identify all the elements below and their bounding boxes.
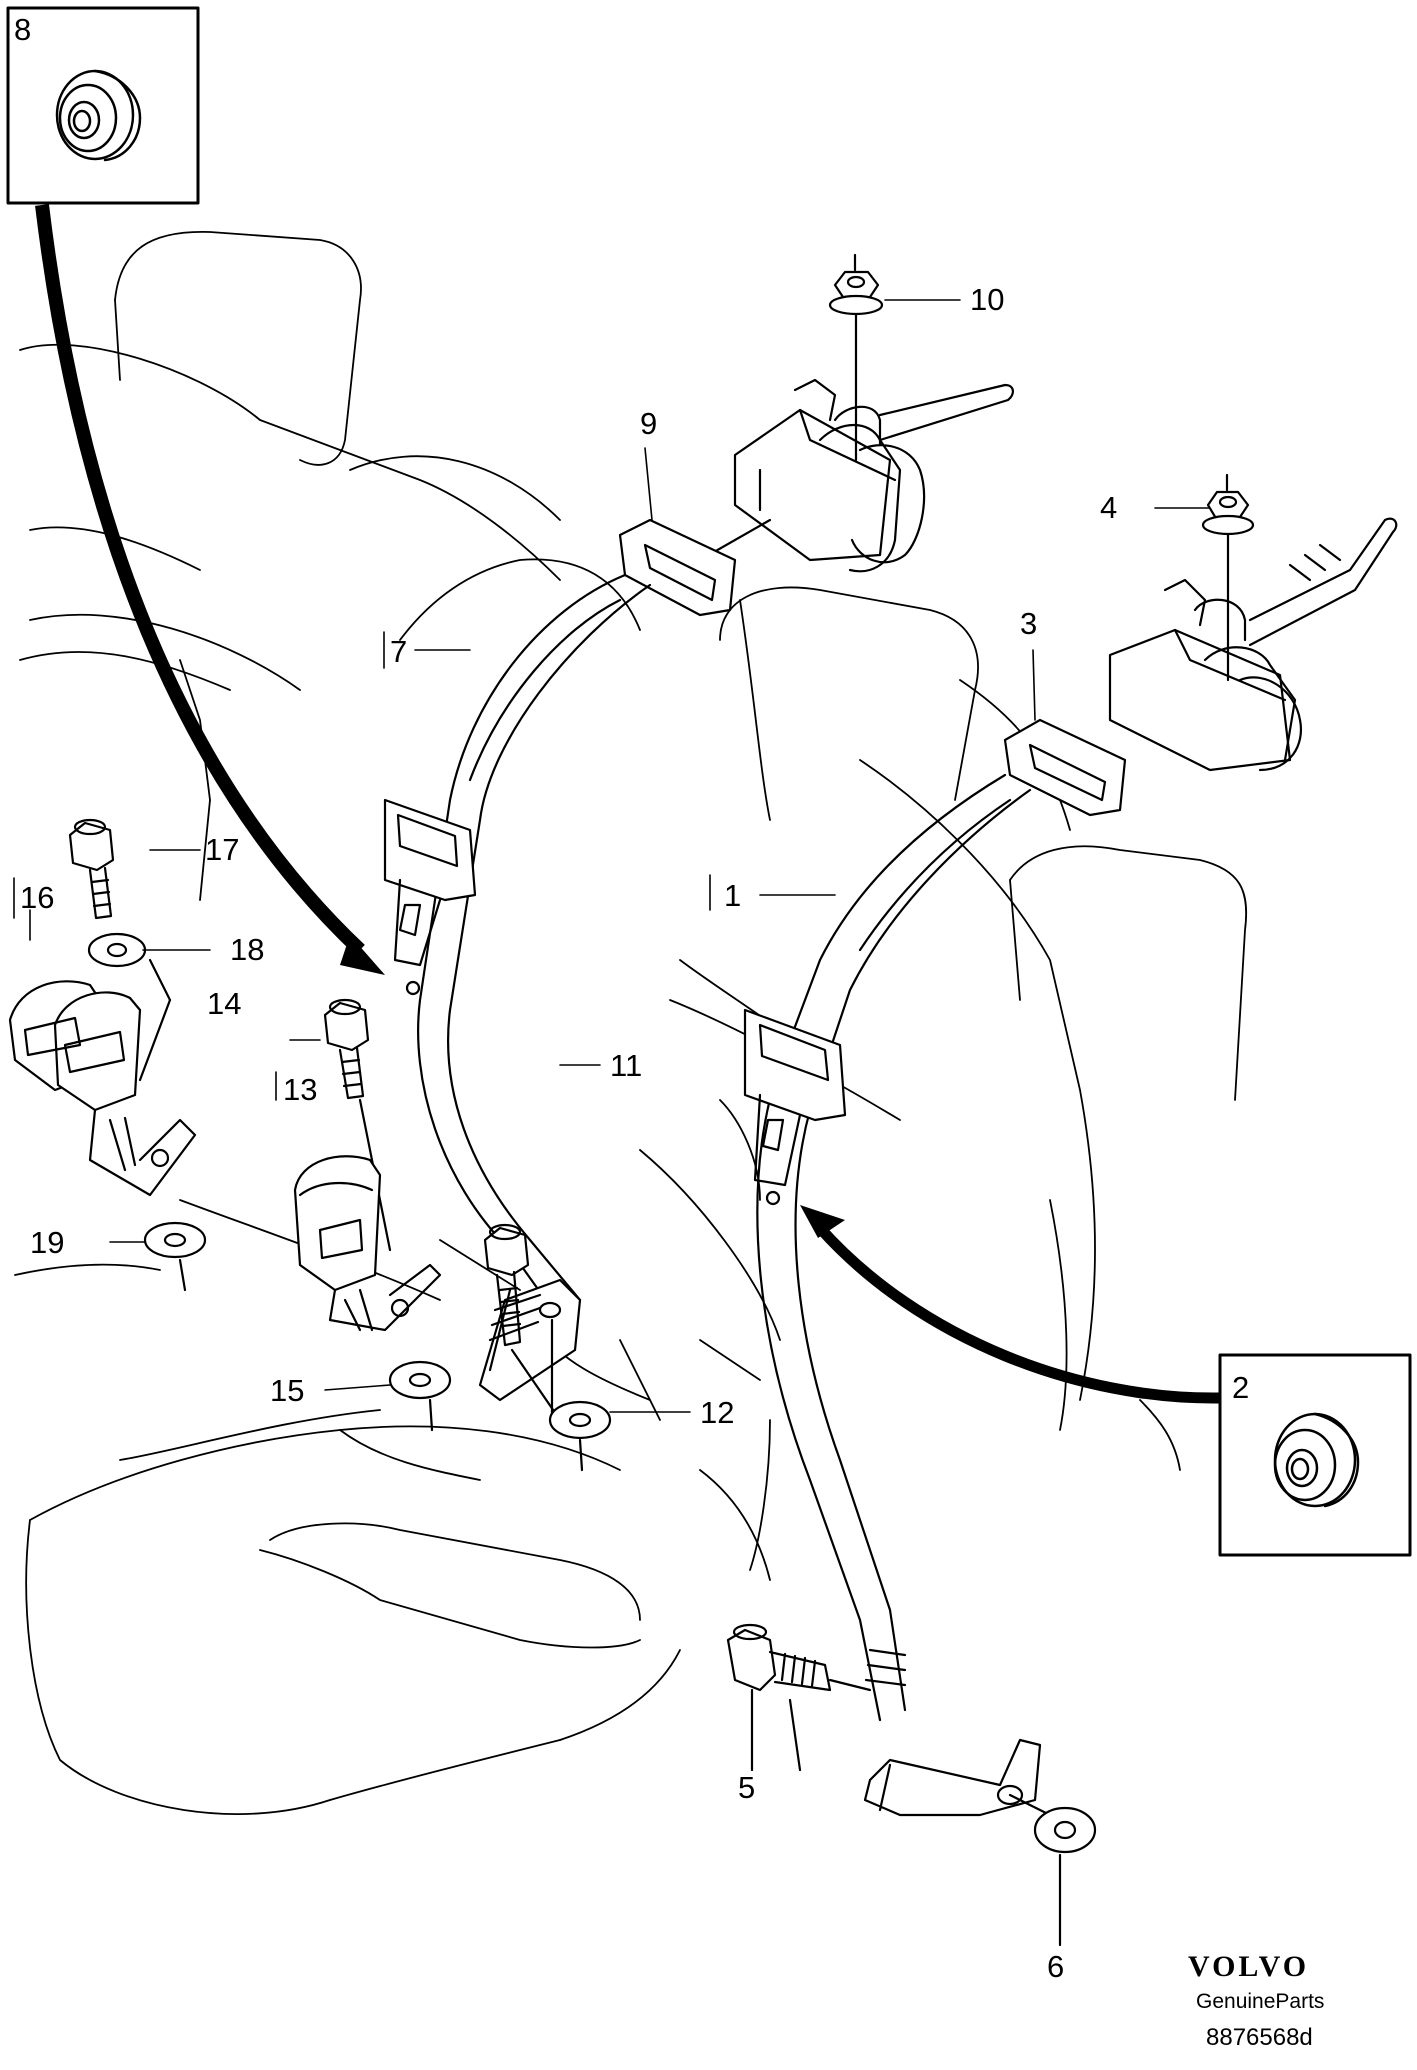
callout-17: 17	[205, 832, 240, 867]
anchor-bolt-5	[726, 1623, 872, 1772]
callout-13: 13	[283, 1072, 318, 1107]
callout-7: 7	[390, 634, 408, 669]
callout-2: 2	[1232, 1370, 1250, 1405]
callout-16: 16	[20, 880, 55, 915]
washer-18	[87, 932, 147, 968]
seat-belt-1	[743, 773, 1052, 1817]
cover-cap-icon-2	[1273, 1412, 1360, 1508]
leader-lines	[13, 299, 1211, 1413]
bolt-11	[483, 1223, 562, 1422]
callout-10: 10	[970, 282, 1005, 317]
retractor-assembly-left	[618, 378, 1014, 617]
callout-4: 4	[1100, 490, 1118, 525]
seat-belt-7	[383, 573, 652, 1422]
callout-15: 15	[270, 1373, 305, 1408]
bolt-17	[68, 818, 115, 920]
washer-19	[143, 1221, 207, 1292]
callout-3: 3	[1020, 606, 1038, 641]
retractor-assembly-right	[1003, 517, 1398, 817]
callout-6: 6	[1047, 1949, 1065, 1984]
callout-1: 1	[724, 878, 742, 913]
double-buckle-16	[8, 958, 197, 1197]
callout-5: 5	[738, 1770, 756, 1805]
callout-9: 9	[640, 406, 658, 441]
washer-12	[548, 1400, 612, 1472]
callout-19: 19	[30, 1225, 65, 1260]
volvo-logo: VOLVO	[1188, 1950, 1310, 1983]
callout-14: 14	[207, 986, 242, 1021]
drawing-number: 8876568d	[1206, 2024, 1313, 2051]
washer-6	[1033, 1806, 1097, 1947]
callout-11: 11	[610, 1048, 643, 1083]
callout-18: 18	[230, 932, 265, 967]
buckle-13	[293, 1155, 442, 1332]
cover-cap-icon-8	[55, 69, 142, 162]
genuine-parts-label: GenuineParts	[1196, 1990, 1325, 2013]
bolt-14	[323, 998, 392, 1252]
flange-nut-10	[828, 253, 884, 462]
flange-nut-4	[1201, 473, 1255, 682]
callout-12: 12	[700, 1395, 735, 1430]
rear-seat-outline	[14, 231, 1248, 1815]
callout-8: 8	[14, 12, 32, 47]
washer-15	[388, 1360, 452, 1432]
